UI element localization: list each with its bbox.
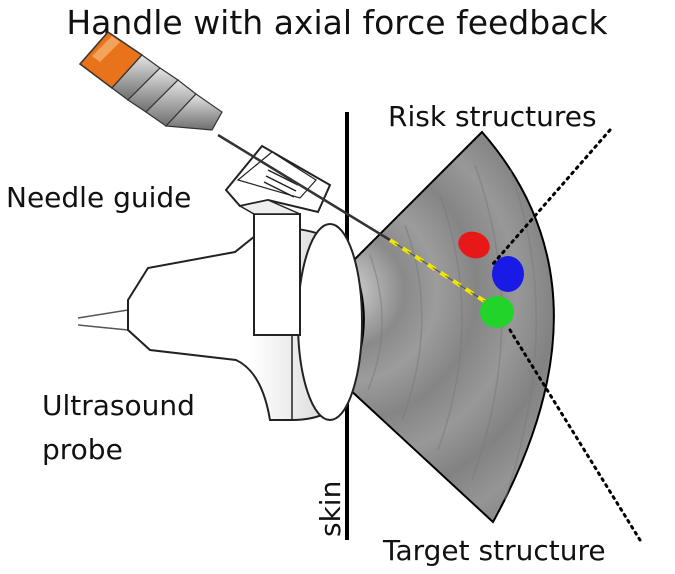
needle-handle [78, 31, 223, 131]
risk-pointer-line [490, 128, 612, 267]
needle-shaft [217, 133, 391, 242]
risk-structure-red [458, 231, 490, 259]
ultrasound-image-sector [345, 130, 555, 524]
needle-guide-label: Needle guide [6, 181, 191, 214]
needle-trajectory [388, 238, 494, 308]
target-structure-label: Target structure [382, 534, 606, 567]
ultrasound-probe-label-line2: probe [42, 433, 123, 466]
title-label: Handle with axial force feedback [66, 3, 608, 42]
skin-label: skin [314, 481, 347, 537]
target-pointer-line [508, 328, 642, 542]
needle-guide [224, 144, 332, 336]
ultrasound-probe-label-line1: Ultrasound [42, 389, 195, 422]
risk-structure-blue [492, 256, 524, 292]
target-structure-green [480, 296, 514, 328]
risk-structures-label: Risk structures [388, 100, 597, 133]
